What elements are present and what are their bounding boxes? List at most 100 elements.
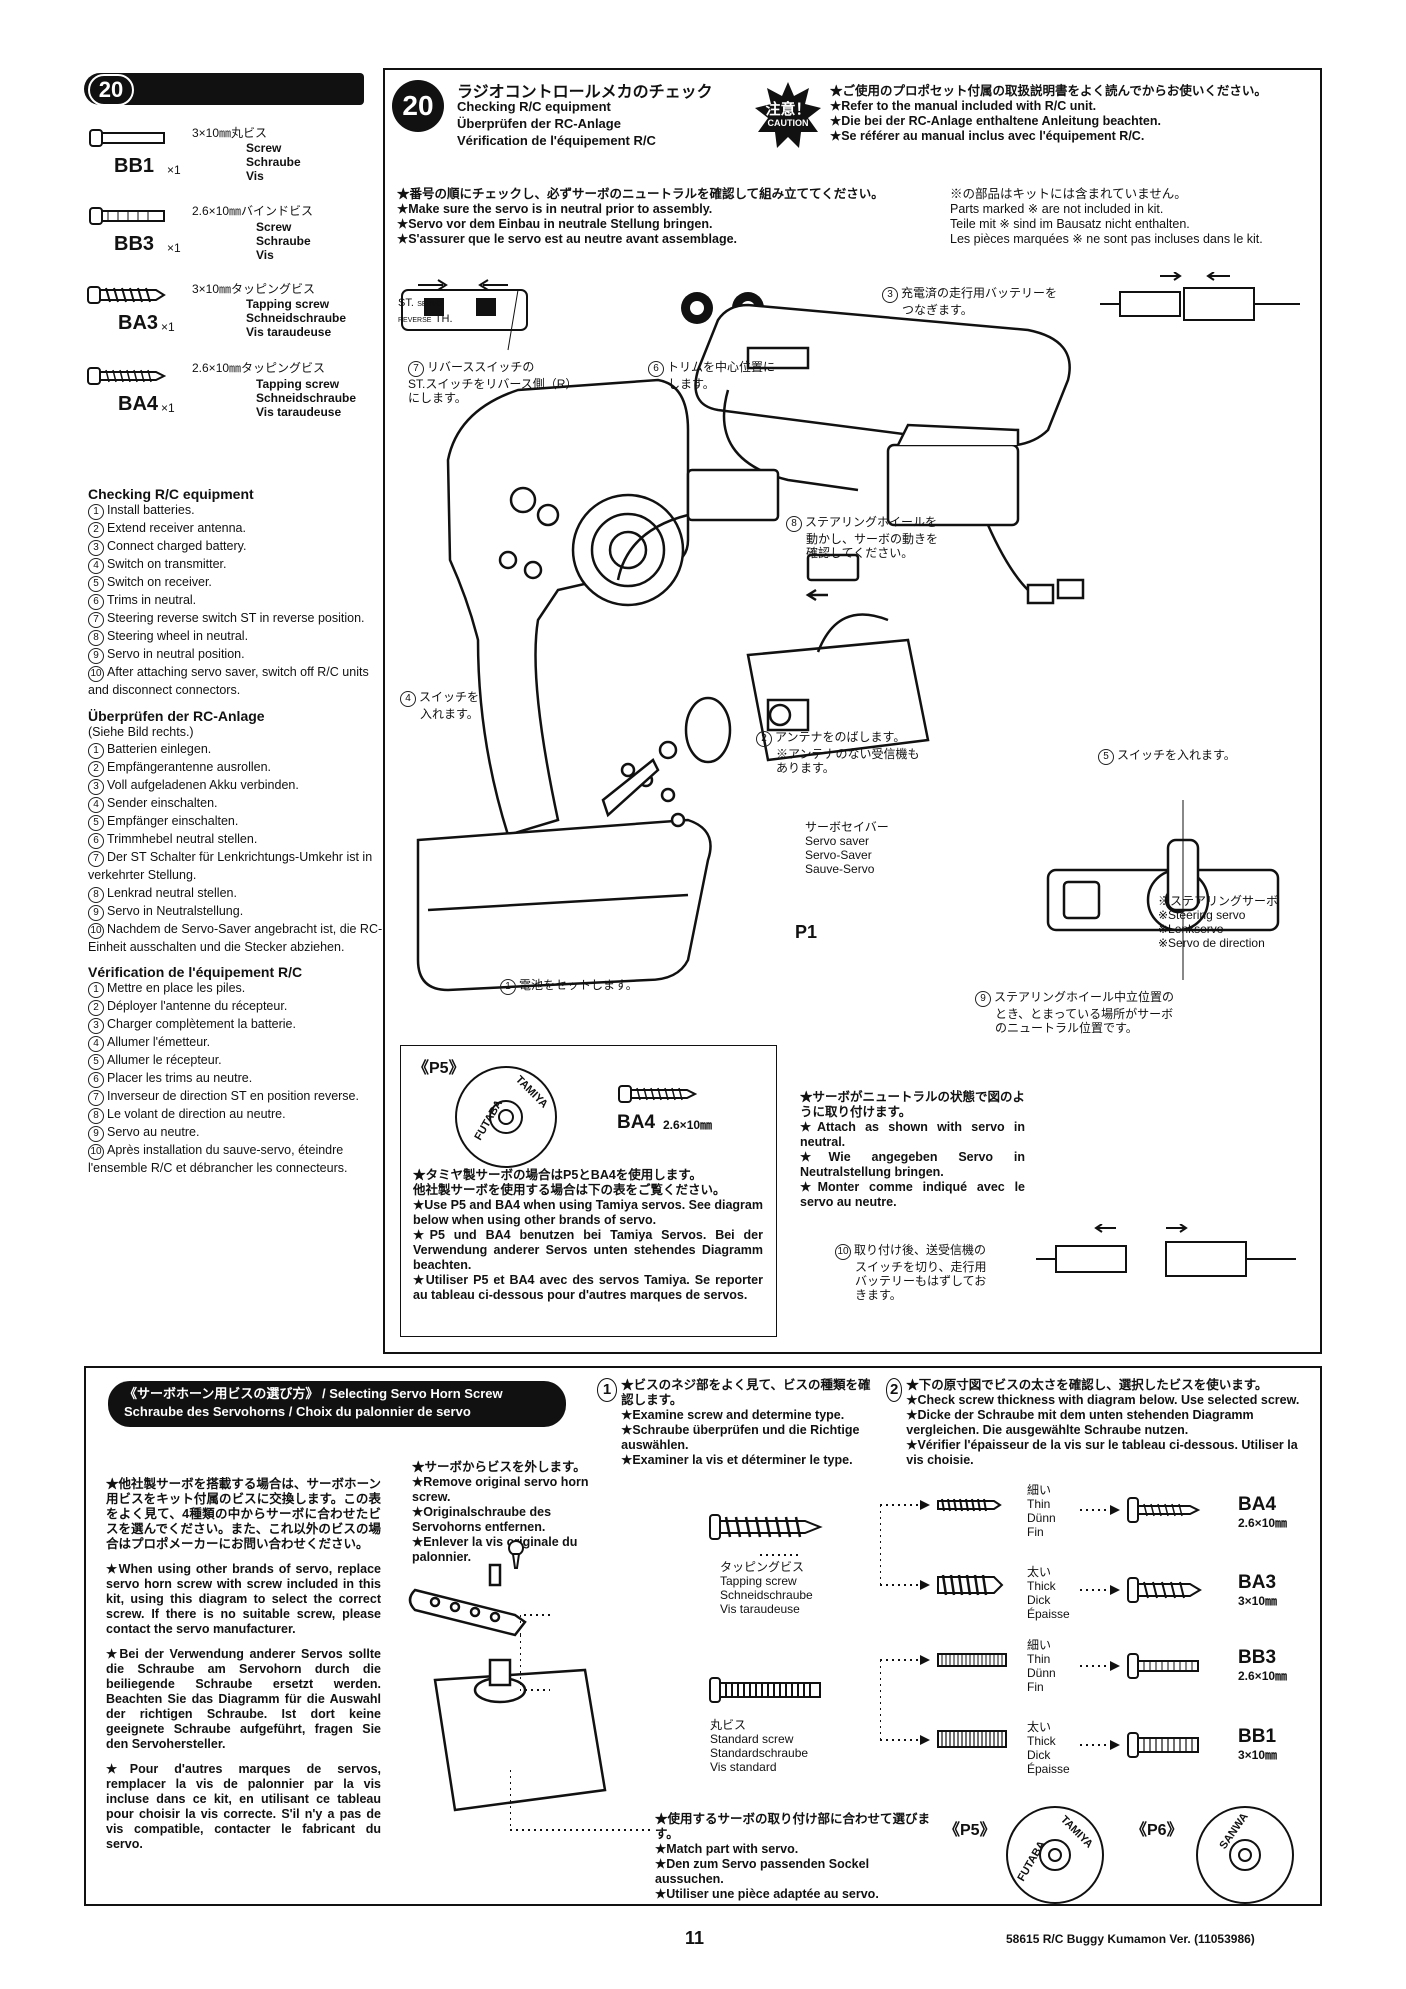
step-marker: 5: [88, 1054, 104, 1070]
step-marker: 4: [88, 797, 104, 813]
checklist-text: Sender einschalten.: [107, 796, 218, 810]
step-marker: 3: [88, 1018, 104, 1034]
battery-icon: [694, 303, 1071, 492]
p5-label: 《P5》: [413, 1060, 465, 1077]
part-name: Vis taraudeuse: [256, 405, 342, 419]
servo-saver-icon: [601, 696, 732, 828]
steering-servo-label: ※ステアリングサーボ ※Steering servo ※Lenkservo ※S…: [1158, 894, 1279, 950]
step-marker: 10: [88, 1144, 104, 1160]
part-code: BA3: [118, 312, 159, 334]
checklist-text: Steering reverse switch ST in reverse po…: [107, 611, 365, 625]
step-marker: 9: [88, 648, 104, 664]
p5-horn-icon: [1006, 1806, 1104, 1904]
caution-line: ★Die bei der RC-Anlage enthaltene Anleit…: [830, 114, 1161, 128]
part-size: 2.6×10㎜タッピングビス: [192, 361, 326, 375]
part-name: Vis: [256, 248, 274, 262]
match-note: ★使用するサーボの取り付け部に合わせて選びます。 ★Match part wit…: [655, 1812, 931, 1901]
step-marker: 2: [88, 1000, 104, 1016]
part-name: Vis taraudeuse: [246, 325, 332, 339]
remove-screw-note: ★サーボからビスを外します。 ★Remove original servo ho…: [412, 1460, 589, 1564]
checklist-text: Servo in Neutralstellung.: [107, 903, 244, 918]
checklist-text: Allumer le récepteur.: [107, 1053, 222, 1067]
step-marker: 10: [88, 666, 104, 682]
caution-line: ★ご使用のプロポセット付属の取扱説明書をよく読んでからお使いください。: [830, 84, 1267, 98]
standard-screw-label: 丸ビス Standard screw Standardschraube Vis …: [710, 1718, 809, 1774]
neutral-note: ★番号の順にチェックし、必ずサーボのニュートラルを確認して組み立ててください。 …: [397, 187, 937, 247]
step-marker: 1: [88, 743, 104, 759]
checklist-text: Batterien einlegen.: [107, 742, 212, 756]
part-name: Vis: [246, 169, 264, 183]
part-name: Screw: [256, 220, 292, 234]
p5-label: 《P5》: [944, 1822, 996, 1839]
part-qty: ×1: [167, 163, 181, 177]
checklist-text: Servo in neutral position.: [107, 647, 245, 661]
step-marker: 9: [88, 1126, 104, 1142]
step-marker: 3: [88, 779, 104, 795]
note-line: ※の部品はキットには含まれていません。: [950, 187, 1187, 201]
checklist-text: Déployer l'antenne du récepteur.: [107, 999, 288, 1013]
screw-bb3-icon: [89, 207, 165, 225]
not-included-note: ※の部品はキットには含まれていません。 Parts marked ※ are n…: [950, 187, 1310, 247]
servo-attach-note: ★サーボがニュートラルの状態で図のように取り付けます。 ★Attach as s…: [800, 1090, 1026, 1209]
result-ba3: BA3 3×10㎜: [1238, 1572, 1278, 1608]
result-bb3: BB3 2.6×10㎜: [1238, 1647, 1288, 1683]
caution-line: ★Se référer au manual inclus avec l'équi…: [830, 129, 1145, 143]
tapping-screw-label: タッピングビス Tapping screw Schneidschraube Vi…: [720, 1560, 813, 1616]
step-marker: 8: [88, 886, 104, 903]
caution-starburst-icon: [755, 82, 821, 148]
caution-badge: 注意！ CAUTION: [755, 82, 821, 148]
servo-saver-label: サーボセイバー Servo saver Servo-Saver Sauve-Se…: [805, 820, 889, 876]
step-marker: 8: [88, 1108, 104, 1124]
result-bb1: BB1 3×10㎜: [1238, 1726, 1278, 1762]
checklist-text: Steering wheel in neutral.: [107, 629, 249, 643]
switch-label: TH.: [434, 313, 453, 325]
checklist-text: Switch on transmitter.: [107, 557, 227, 571]
checklist-text: Placer les trims au neutre.: [107, 1071, 253, 1085]
checklist-text: Switch on receiver.: [107, 575, 212, 589]
part-qty: ×1: [161, 320, 175, 334]
part-code: BA4: [118, 393, 159, 415]
horn-step-2: 2 ★下の原寸図でビスの太さを確認し、選択したビスを使います。 ★Check s…: [886, 1378, 1316, 1468]
header-en: / Selecting Servo Horn Screw: [321, 1386, 503, 1401]
header-de-fr: Schraube des Servohorns / Choix du palon…: [124, 1404, 471, 1419]
checklist-text: Empfängerantenne ausrollen.: [107, 760, 272, 774]
step-badge: 20: [392, 80, 444, 132]
step-marker: 1: [88, 504, 104, 520]
header-jp: 《サーボホーン用ビスの選び方》: [124, 1386, 319, 1401]
bottom-intro: ★他社製サーボを搭載する場合は、サーボホーン用ビスをキット付属のビスに交換します…: [106, 1477, 381, 1851]
page-number: 11: [685, 1928, 705, 1948]
part-name: Tapping screw: [246, 297, 330, 311]
checklist-de: Überprüfen der RC-Anlage (Siehe Bild rec…: [88, 708, 384, 957]
caution-line: ★Refer to the manual included with R/C u…: [830, 99, 1097, 113]
servo-icon: [746, 613, 930, 762]
servo-horn-illustration: [408, 1563, 607, 1812]
part-name: Schneidschraube: [256, 391, 357, 405]
p6-horn-icon: [1196, 1806, 1294, 1904]
transmitter-icon: [416, 289, 712, 992]
note-line: ★Make sure the servo is in neutral prior…: [397, 202, 713, 216]
step-marker: 6: [88, 1072, 104, 1088]
checklist-text: After attaching servo saver, switch off …: [88, 665, 369, 697]
screw-size: 2.6×10㎜: [663, 1118, 713, 1132]
